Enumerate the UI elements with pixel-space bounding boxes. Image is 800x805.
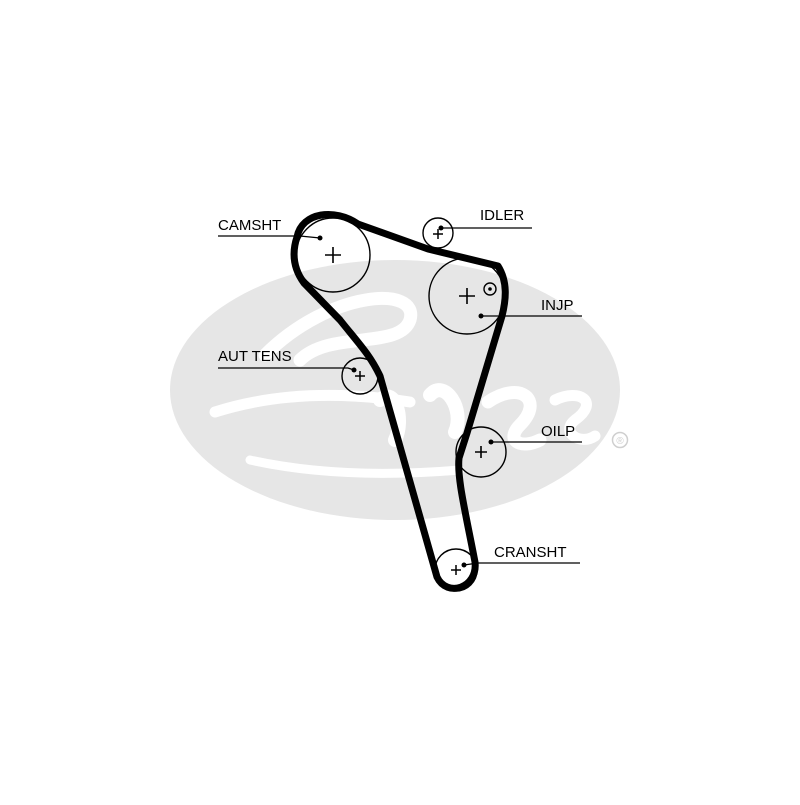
leader-lines [218, 227, 582, 566]
injp-label: INJP [541, 297, 574, 314]
idler-label: IDLER [480, 207, 524, 224]
pulley-labels: CAMSHT IDLER INJP AUT TENS OILP CRANSHT [218, 207, 575, 561]
cransht-label: CRANSHT [494, 544, 567, 561]
camsht-label: CAMSHT [218, 217, 281, 234]
registered-mark: ® [611, 431, 629, 449]
idler-pulley [422, 217, 454, 249]
logo-oval [170, 260, 620, 520]
aut-tens-label: AUT TENS [218, 348, 292, 365]
svg-text:®: ® [616, 436, 624, 447]
oilp-pulley [455, 426, 507, 478]
cransht-leader-line [463, 562, 580, 566]
oilp-label: OILP [541, 423, 575, 440]
timing-belt [290, 210, 509, 592]
timing-mark-icon [483, 282, 497, 296]
camsht-leader-line [218, 235, 321, 239]
leader-dots [317, 225, 494, 568]
